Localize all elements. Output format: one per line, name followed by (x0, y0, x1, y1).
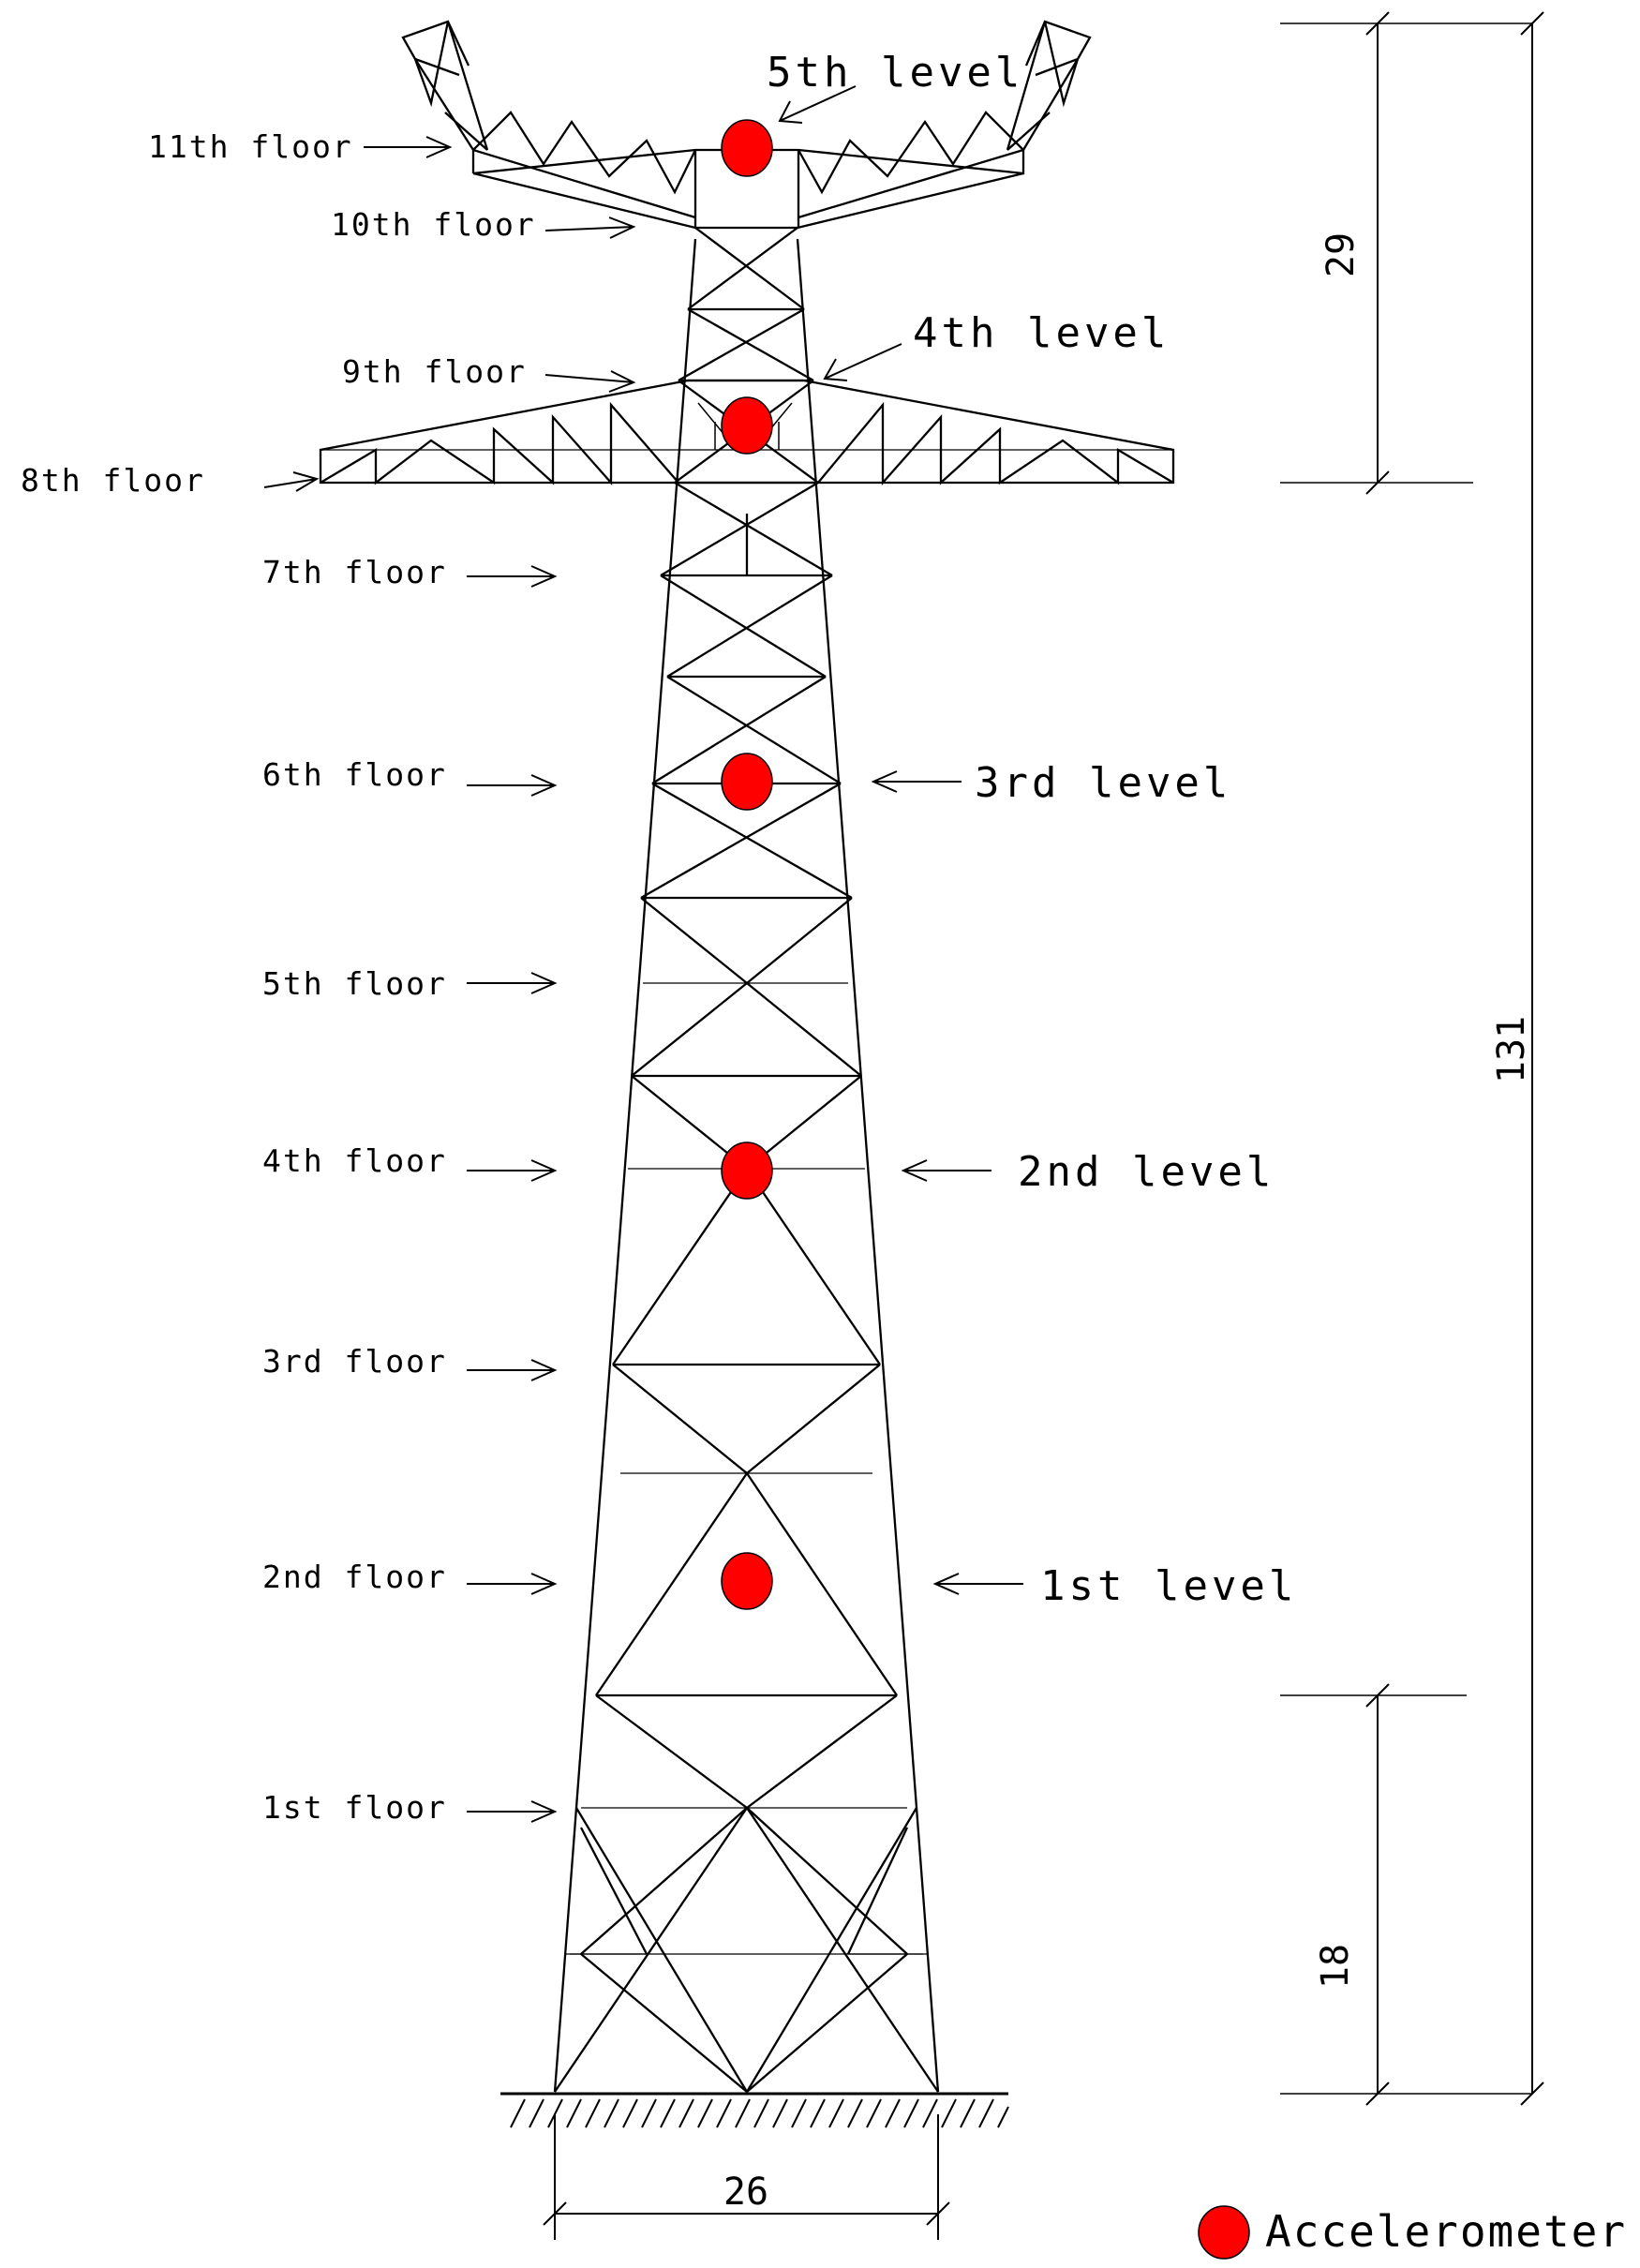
floor-label-11: 11th floor (148, 128, 353, 165)
accelerometers (721, 119, 773, 1610)
arrow-floor-3 (467, 1359, 558, 1381)
accelerometer-level-4 (721, 396, 773, 455)
arrow-floor-10 (544, 216, 636, 239)
level-label-2: 2nd level (1018, 1148, 1275, 1196)
level-label-4: 4th level (913, 309, 1170, 357)
floor-label-8: 8th floor (21, 462, 205, 499)
accelerometer-level-3 (721, 753, 773, 811)
arrow-floor-4 (467, 1159, 558, 1182)
accelerometer-level-5 (721, 119, 773, 177)
floor-label-4: 4th floor (262, 1142, 447, 1179)
floor-label-1: 1st floor (262, 1789, 447, 1826)
floor-arrows (263, 136, 636, 1823)
dimension-base-width: 26 (723, 2171, 768, 2214)
accelerometer-level-2 (721, 1141, 773, 1200)
level-labels: 5th level 4th level 3rd level 2nd level … (767, 49, 1297, 1610)
level-label-3: 3rd level (975, 759, 1231, 807)
arrow-floor-8 (263, 471, 320, 492)
arrow-level-4 (823, 343, 902, 381)
floor-label-10: 10th floor (331, 206, 536, 243)
legend: Accelerometer (1198, 2205, 1627, 2260)
arrow-level-1 (932, 1573, 1023, 1595)
level-label-1: 1st level (1040, 1562, 1297, 1610)
arrow-floor-6 (467, 774, 558, 797)
arrow-floor-9 (544, 370, 636, 393)
arrow-level-5 (778, 85, 857, 124)
arrow-floor-5 (467, 972, 558, 994)
accelerometer-level-1 (721, 1552, 773, 1610)
arrow-floor-11 (364, 136, 453, 158)
floor-labels: 11th floor 10th floor 9th floor 8th floo… (21, 128, 536, 1826)
legend-accelerometer-marker (1198, 2205, 1250, 2260)
legend-label: Accelerometer (1265, 2206, 1627, 2257)
dimension-base-panel: 18 (1314, 1944, 1357, 1989)
dimension-top-arm: 29 (1319, 232, 1363, 277)
arrow-level-2 (901, 1159, 991, 1182)
arrow-floor-7 (467, 565, 558, 588)
dimension-total-height: 131 (1490, 1016, 1533, 1083)
floor-label-9: 9th floor (342, 353, 527, 390)
dimension-lines (543, 11, 1544, 2240)
floor-label-3: 3rd floor (262, 1343, 447, 1380)
floor-label-5: 5th floor (262, 965, 447, 1002)
floor-label-7: 7th floor (262, 554, 447, 590)
level-arrows (778, 85, 1023, 1595)
floor-label-2: 2nd floor (262, 1559, 447, 1595)
floor-label-6: 6th floor (262, 756, 447, 793)
arrow-floor-2 (467, 1573, 558, 1595)
arrow-floor-1 (467, 1800, 558, 1823)
arrow-level-3 (871, 770, 962, 793)
level-label-5: 5th level (767, 49, 1023, 97)
